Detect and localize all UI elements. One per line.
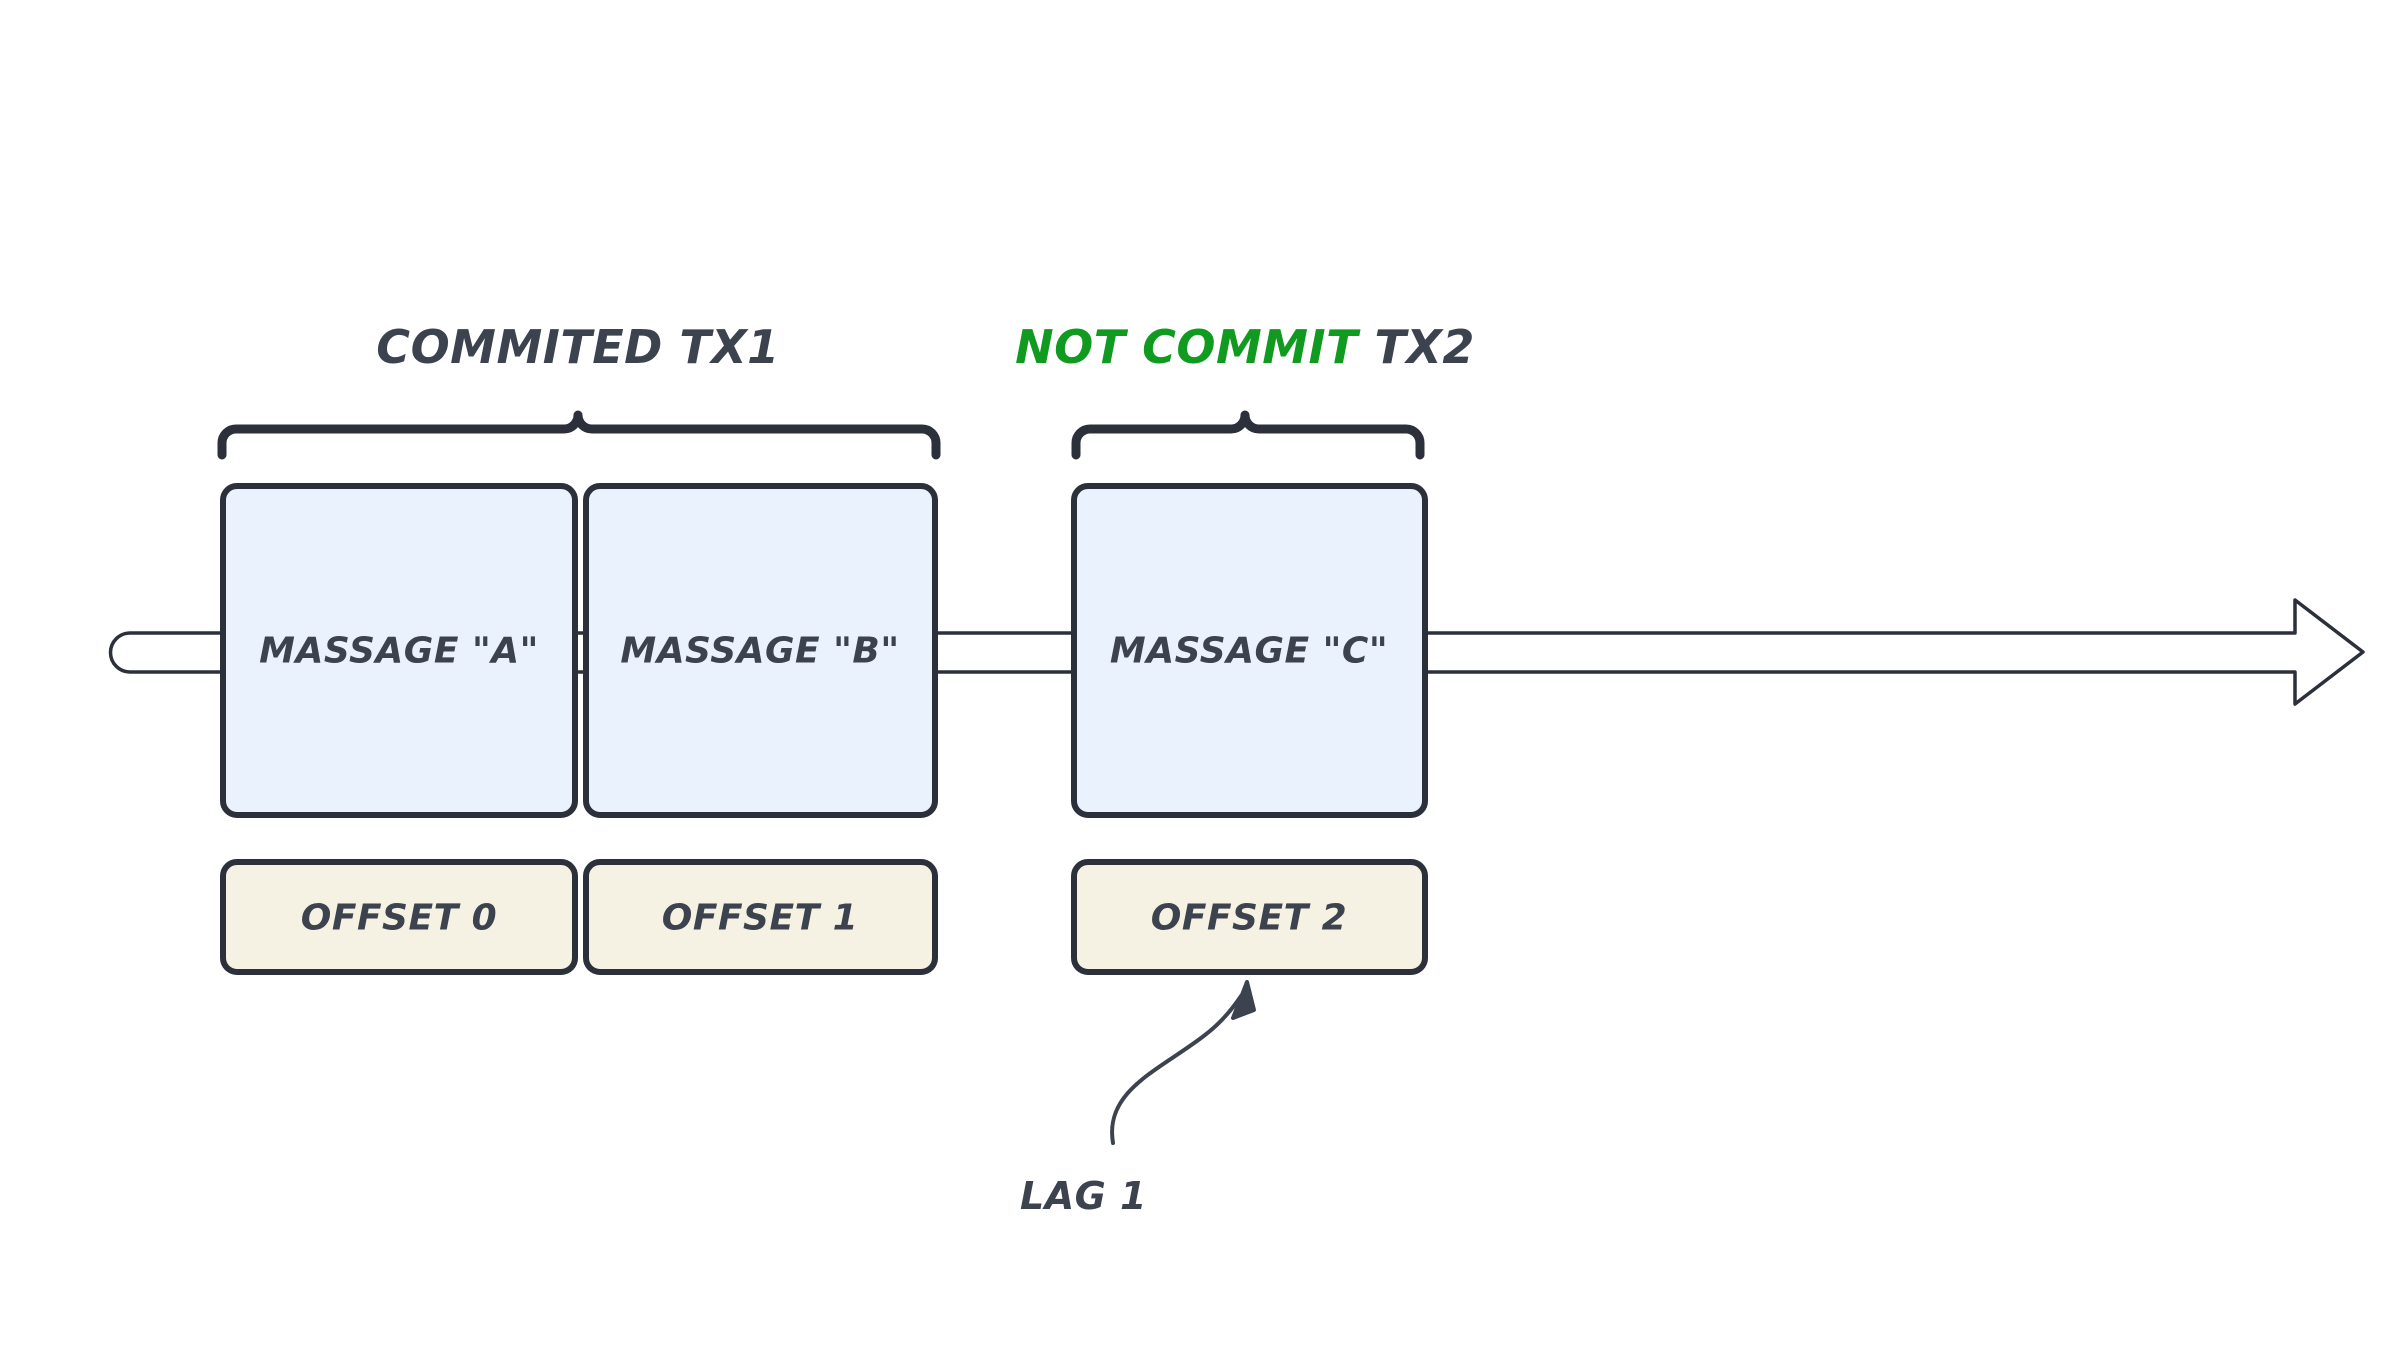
message-box-b[interactable] (583, 483, 938, 818)
offset-box-2[interactable] (1071, 859, 1428, 975)
brace-not-commit-tx2 (1071, 410, 1425, 460)
brace-title-commited-tx1: COMMITED TX1 (376, 320, 779, 374)
message-box-a[interactable] (220, 483, 578, 818)
offset-box-1[interactable] (583, 859, 938, 975)
lag-callout-arrow (1110, 980, 1256, 1145)
brace-title-not-commit-plain: TX2 (1358, 320, 1475, 374)
message-label-b: MASSAGE "B" (620, 630, 900, 672)
brace-title-commited-label: COMMITED TX1 (376, 320, 780, 374)
offset-label-1: OFFSET 1 (661, 897, 859, 939)
brace-title-not-commit-tx2: NOT COMMIT TX2 (1015, 320, 1475, 374)
message-label-c: MASSAGE "C" (1109, 630, 1389, 672)
offset-label-0: OFFSET 0 (300, 897, 498, 939)
brace-commited-tx1 (217, 410, 941, 460)
lag-label: LAG 1 (1020, 1174, 1147, 1218)
brace-title-not-commit-accent: NOT COMMIT (1015, 320, 1359, 374)
offset-box-0[interactable] (220, 859, 578, 975)
message-label-a: MASSAGE "A" (259, 630, 539, 672)
message-box-c[interactable] (1071, 483, 1428, 818)
offset-label-2: OFFSET 2 (1150, 897, 1348, 939)
